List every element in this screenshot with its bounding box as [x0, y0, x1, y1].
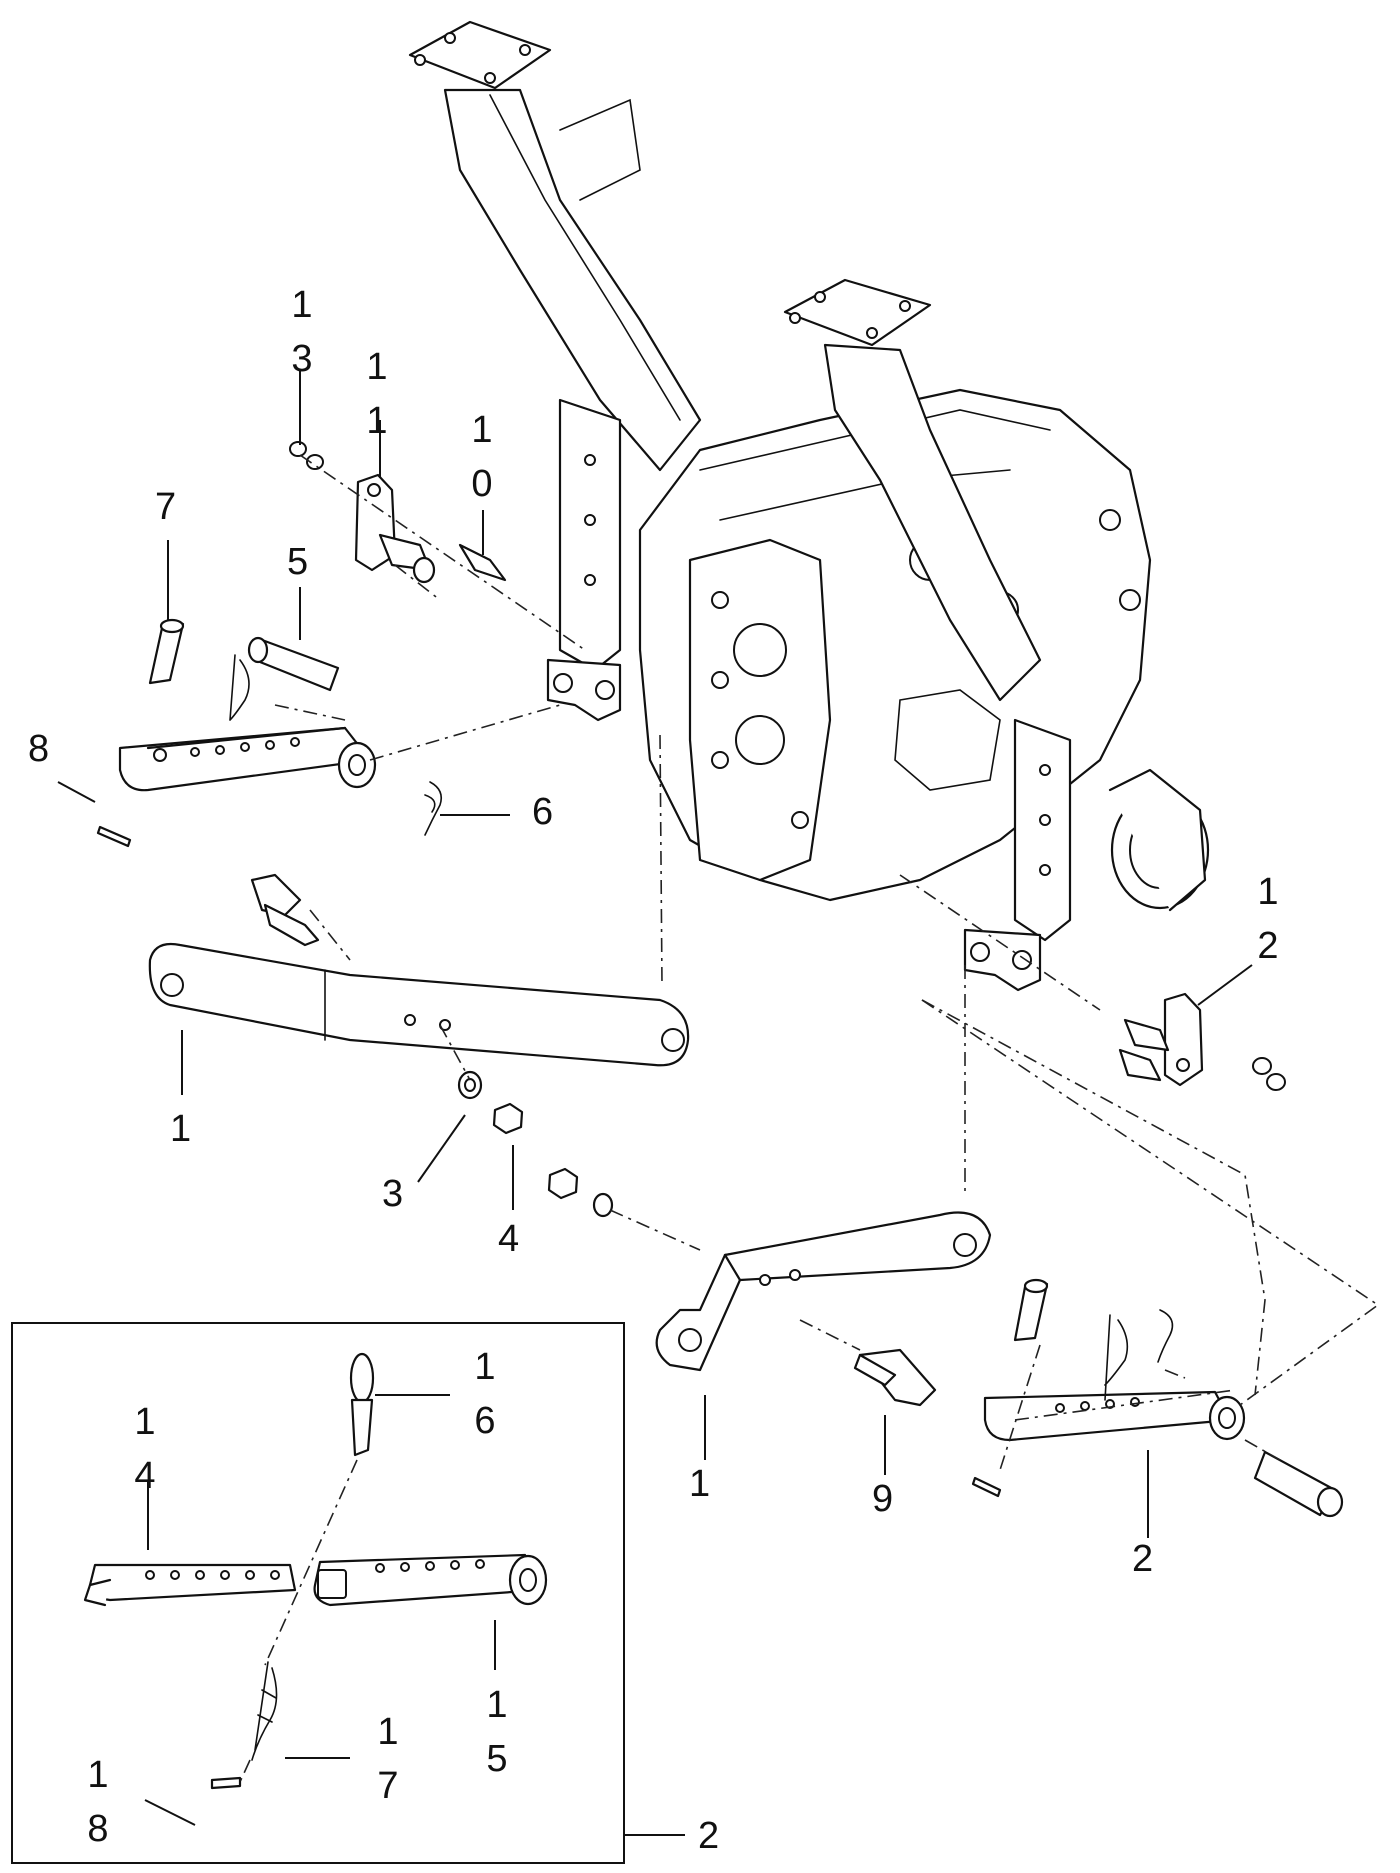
callout-12: 1 2 — [1257, 871, 1279, 967]
callout-2-right: 2 — [1132, 1538, 1154, 1580]
ball-end-fittings — [250, 873, 937, 1407]
callout-14: 1 4 — [134, 1401, 156, 1497]
transmission-housing — [638, 388, 1210, 912]
assembly-centerlines — [239, 454, 1380, 1783]
callout-15: 1 5 — [486, 1684, 508, 1780]
callout-3: 3 — [382, 1173, 404, 1215]
callout-9: 9 — [872, 1478, 894, 1520]
nuts-washers — [457, 1070, 614, 1218]
callout-18: 1 8 — [87, 1754, 109, 1850]
callout-5: 5 — [287, 541, 309, 583]
inset-detail-box — [11, 1322, 625, 1864]
callout-6: 6 — [532, 791, 554, 833]
stabilizer-right — [971, 1278, 1344, 1518]
callout-leaders — [57, 370, 1253, 1836]
callout-7: 7 — [155, 486, 177, 528]
callout-10: 1 0 — [471, 409, 493, 505]
lower-link-right — [655, 1211, 992, 1372]
callout-17: 1 7 — [377, 1711, 399, 1807]
callout-8: 8 — [28, 728, 50, 770]
left-mount-bracket — [289, 441, 507, 584]
callout-1-lower: 1 — [689, 1463, 711, 1505]
callout-16: 1 6 — [474, 1346, 496, 1442]
left-frame-arm — [408, 20, 702, 722]
callout-2-inset: 2 — [698, 1815, 720, 1857]
callout-4: 4 — [498, 1218, 520, 1260]
callout-1-upper: 1 — [170, 1108, 192, 1150]
callout-11: 1 1 — [366, 346, 388, 442]
stabilizer-left — [96, 618, 443, 848]
callout-13: 1 3 — [291, 284, 313, 380]
right-frame-arm — [783, 278, 1072, 992]
right-mount-bracket — [1118, 992, 1286, 1091]
lower-link-left — [148, 942, 690, 1067]
